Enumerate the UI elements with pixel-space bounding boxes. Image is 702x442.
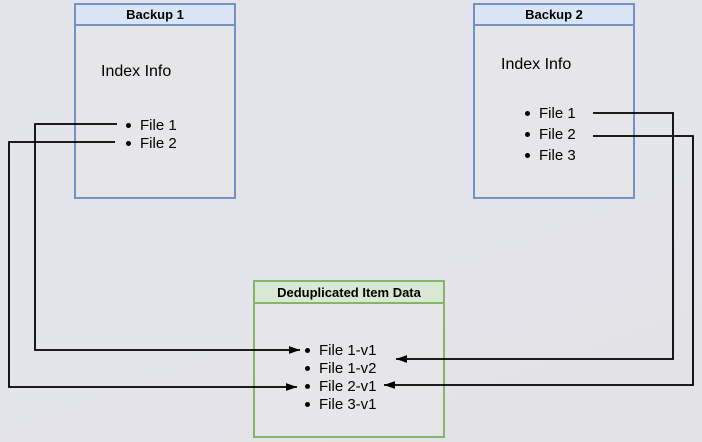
bullet-icon: [305, 383, 310, 389]
file-label: File 1-v1: [319, 341, 377, 359]
bullet-icon: [126, 123, 131, 129]
dedup-body: File 1-v1 File 1-v2 File 2-v1 File 3-v1: [255, 304, 443, 436]
bullet-icon: [305, 365, 310, 371]
bullet-icon: [525, 153, 530, 158]
list-item: File 2-v1: [305, 377, 377, 395]
backup2-title: Backup 2: [475, 5, 633, 26]
list-item: File 1: [525, 103, 576, 124]
list-item: File 1-v1: [305, 341, 377, 359]
bullet-icon: [525, 111, 530, 116]
file-label: File 3-v1: [319, 395, 377, 413]
backup1-file-list: File 1 File 2: [126, 117, 177, 152]
list-item: File 3: [525, 145, 576, 166]
file-label: File 1-v2: [319, 359, 377, 377]
backup2-box: Backup 2 Index Info File 1 File 2 File 3: [473, 3, 635, 199]
backup2-index-info-label: Index Info: [501, 56, 572, 73]
backup1-body: Index Info File 1 File 2: [76, 26, 234, 197]
list-item: File 2: [126, 135, 177, 153]
backup2-body: Index Info File 1 File 2 File 3: [475, 26, 633, 197]
dedup-title: Deduplicated Item Data: [255, 282, 443, 304]
backup2-file-list: File 1 File 2 File 3: [525, 103, 576, 166]
backup1-index-info-label: Index Info: [101, 63, 172, 80]
dedup-item-list: File 1-v1 File 1-v2 File 2-v1 File 3-v1: [305, 341, 377, 413]
list-item: File 1: [126, 117, 177, 135]
file-label: File 1: [140, 117, 177, 135]
list-item: File 3-v1: [305, 395, 377, 413]
file-label: File 2: [539, 126, 576, 143]
file-label: File 1: [539, 105, 576, 122]
backup1-box: Backup 1 Index Info File 1 File 2: [74, 3, 236, 199]
bullet-icon: [305, 401, 310, 407]
file-label: File 2: [140, 134, 177, 152]
dedup-box: Deduplicated Item Data File 1-v1 File 1-…: [253, 280, 445, 438]
bullet-icon: [305, 347, 310, 353]
bullet-icon: [126, 140, 131, 146]
file-label: File 2-v1: [319, 377, 377, 395]
bullet-icon: [525, 132, 530, 137]
list-item: File 2: [525, 124, 576, 145]
file-label: File 3: [539, 147, 576, 164]
list-item: File 1-v2: [305, 359, 377, 377]
backup1-title: Backup 1: [76, 5, 234, 26]
